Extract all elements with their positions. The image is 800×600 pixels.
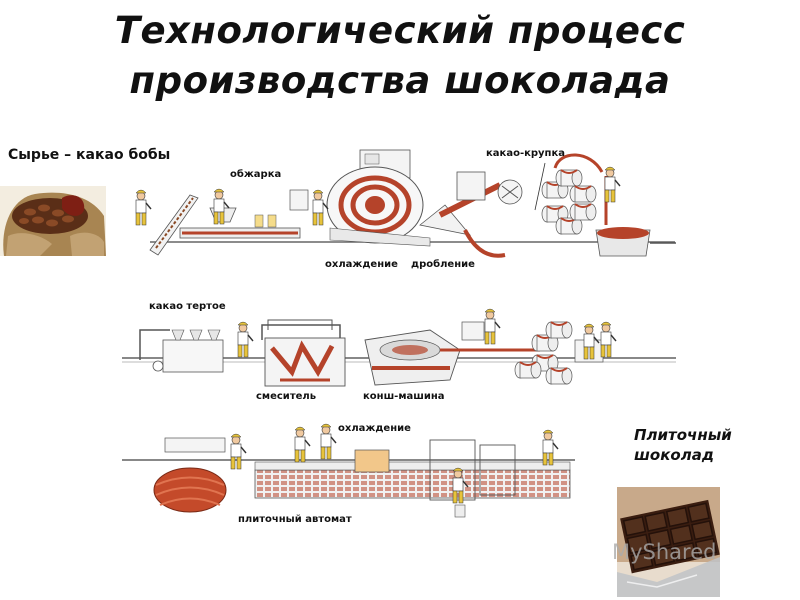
raw-material-caption: Сырье – какао бобы: [8, 147, 171, 163]
label-conche: конш-машина: [363, 391, 445, 402]
page-title: Технологический процесс производства шок…: [0, 6, 800, 106]
row-1-roasting-crushing: [135, 149, 676, 258]
label-roasting: обжарка: [230, 169, 282, 180]
label-cooling-2: охлаждение: [338, 423, 411, 434]
label-cooling-1: охлаждение: [325, 259, 398, 270]
title-line-2: производства шоколада: [129, 59, 671, 102]
label-cocoa-liquor: какао тертое: [149, 301, 226, 312]
row-3-bar-moulding: [122, 423, 575, 518]
label-crushing: дробление: [411, 259, 475, 270]
row-2-mixing-conching: [122, 308, 676, 387]
cocoa-beans-photo: [0, 186, 106, 256]
watermark: MyShared: [612, 540, 717, 564]
label-cocoa-nibs: какао-крупка: [486, 148, 565, 159]
label-bar-machine: плиточный автомат: [238, 514, 352, 525]
product-caption: Плиточный шоколад: [634, 426, 732, 464]
chocolate-bar-photo: [617, 487, 720, 597]
label-mixer: смеситель: [256, 391, 317, 402]
title-line-1: Технологический процесс: [114, 9, 686, 52]
